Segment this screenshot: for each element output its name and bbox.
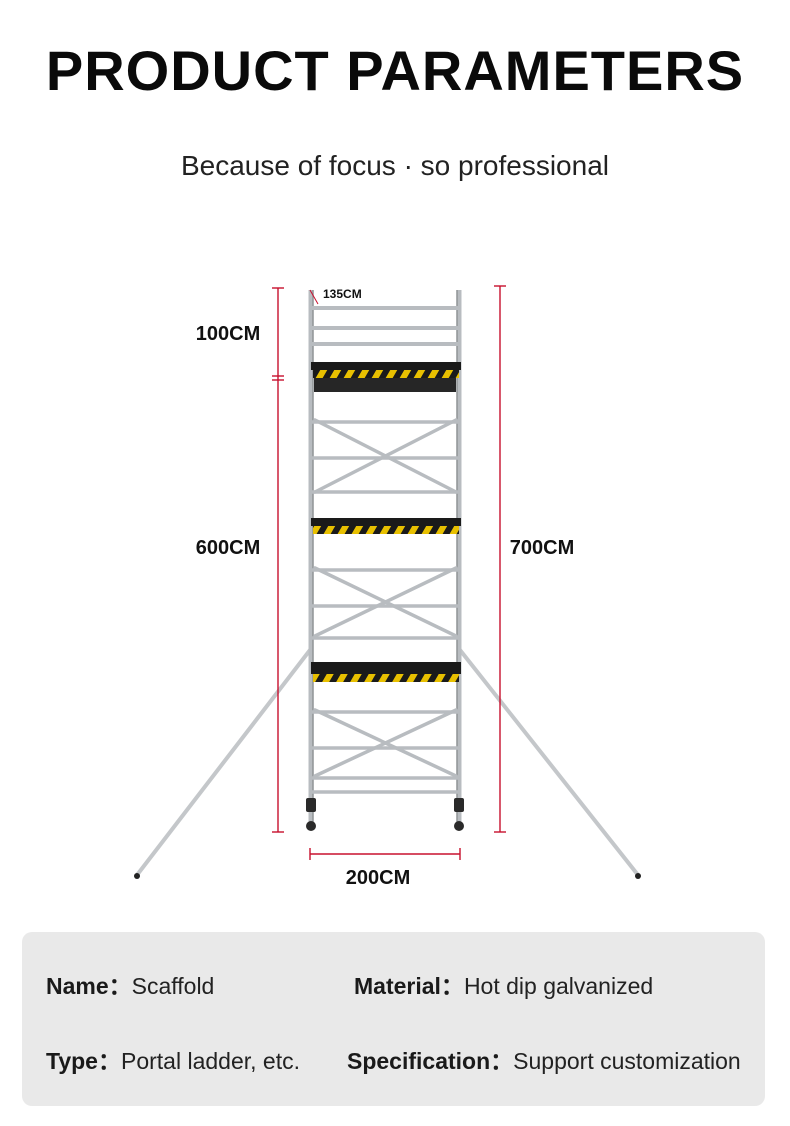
dim-platform-label: 600CM <box>196 537 260 559</box>
dim-total-label: 700CM <box>510 537 574 559</box>
param-type-value: Portal ladder, etc. <box>120 1048 300 1074</box>
dim-depth-label: 135CM <box>323 287 362 301</box>
param-material-label: Material： <box>354 973 464 999</box>
param-type: Type：Portal ladder, etc. <box>46 1042 300 1076</box>
dim-width-label: 200CM <box>346 867 410 889</box>
cross-braces-middle <box>310 566 460 640</box>
page-title: PRODUCT PARAMETERS <box>45 39 745 102</box>
platform-lower <box>311 662 461 682</box>
platform-top <box>311 362 461 392</box>
outrigger-left <box>135 648 312 877</box>
param-type-label: Type： <box>46 1048 121 1074</box>
dim-line-bottom <box>309 848 461 860</box>
frame-posts <box>308 290 462 825</box>
scaffold-diagram: 135CM 100CM 600CM 700CM 200CM <box>134 285 641 889</box>
parameters-panel: Name：Scaffold Material：Hot dip galvanize… <box>22 932 765 1106</box>
param-name-value: Scaffold <box>131 973 215 999</box>
guard-rails <box>310 306 460 346</box>
dim-line-right <box>494 285 506 833</box>
outrigger-right <box>458 648 640 877</box>
param-specification: Specification：Support customization <box>347 1042 741 1076</box>
dim-line-left <box>272 287 284 833</box>
castor-wheels <box>306 798 464 831</box>
param-spec-value: Support customization <box>513 1048 741 1074</box>
param-name: Name：Scaffold <box>46 967 214 1001</box>
param-spec-label: Specification： <box>347 1048 514 1074</box>
cross-braces-upper <box>310 418 460 494</box>
param-material: Material：Hot dip galvanized <box>354 967 653 1001</box>
param-material-value: Hot dip galvanized <box>463 973 654 999</box>
page-subtitle: Because of focus · so professional <box>180 150 609 181</box>
cross-braces-lower <box>310 708 460 794</box>
dim-top-rail-label: 100CM <box>196 323 260 345</box>
param-name-label: Name： <box>46 973 132 999</box>
platform-middle <box>311 518 461 534</box>
